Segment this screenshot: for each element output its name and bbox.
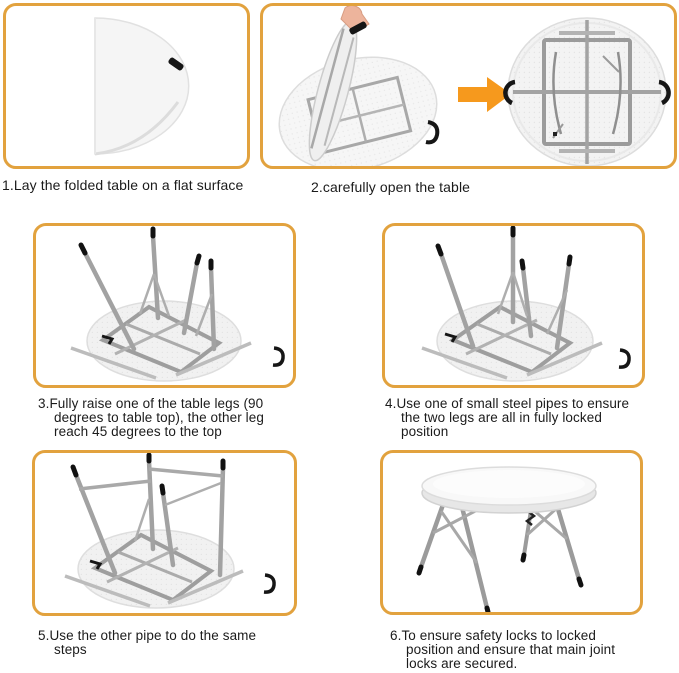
step-3-caption-line: 3.Fully raise one of the table legs (90 (38, 396, 264, 411)
step-3-panel (33, 223, 296, 388)
step-5-caption-line: steps (54, 642, 87, 657)
step-1-panel (3, 3, 250, 169)
step-6-caption: 6.To ensure safety locks to locked posit… (390, 629, 615, 671)
step-1-caption: 1.Lay the folded table on a flat surface (2, 178, 243, 192)
step-2-caption-line: 2.carefully open the table (311, 179, 471, 195)
step-4-caption-line: the two legs are all in fully locked (401, 410, 602, 425)
step-3-caption: 3.Fully raise one of the table legs (90 … (38, 397, 264, 439)
step-6-panel (380, 450, 643, 615)
step-5-caption-line: 5.Use the other pipe to do the same (38, 628, 257, 643)
legs-raised-illustration (70, 226, 285, 382)
step-4-caption: 4.Use one of small steel pipes to ensure… (385, 397, 629, 439)
side-handle-icon (618, 348, 631, 369)
side-handle-icon (425, 120, 440, 145)
step-2-panel (260, 3, 677, 169)
arrow-right-icon (458, 77, 511, 112)
legs-with-pipes-illustration (64, 453, 276, 609)
carry-handle-icon (168, 57, 184, 71)
step-6-caption-line: 6.To ensure safety locks to locked (390, 628, 597, 643)
folded-table-illustration (94, 17, 190, 156)
step-3-caption-line: reach 45 degrees to the top (54, 424, 222, 439)
step-2-caption: 2.carefully open the table (311, 180, 470, 194)
step-5-caption: 5.Use the other pipe to do the same step… (38, 629, 256, 657)
table-underside-illustration (503, 17, 671, 166)
side-handle-icon (503, 79, 516, 106)
opening-table-illustration (278, 6, 671, 166)
step-4-caption-line: 4.Use one of small steel pipes to ensure (385, 396, 630, 411)
side-handle-icon (272, 346, 285, 367)
assembled-table-illustration (416, 466, 597, 612)
step-4-panel (382, 223, 645, 388)
step-6-caption-line: position and ensure that main joint (406, 642, 616, 657)
side-handle-icon (101, 334, 115, 345)
side-handle-icon (444, 332, 458, 343)
side-handle-icon (263, 573, 276, 594)
step-4-caption-line: position (401, 424, 449, 439)
step-6-caption-line: locks are secured. (406, 656, 518, 671)
side-handle-icon (658, 79, 671, 106)
carry-handle-icon (349, 21, 367, 35)
legs-locked-illustration (421, 226, 631, 382)
step-1-caption-line: 1.Lay the folded table on a flat surface (2, 177, 244, 193)
step-3-caption-line: degrees to table top), the other leg (54, 410, 264, 425)
side-handle-icon (89, 559, 103, 570)
step-5-panel (32, 450, 297, 616)
